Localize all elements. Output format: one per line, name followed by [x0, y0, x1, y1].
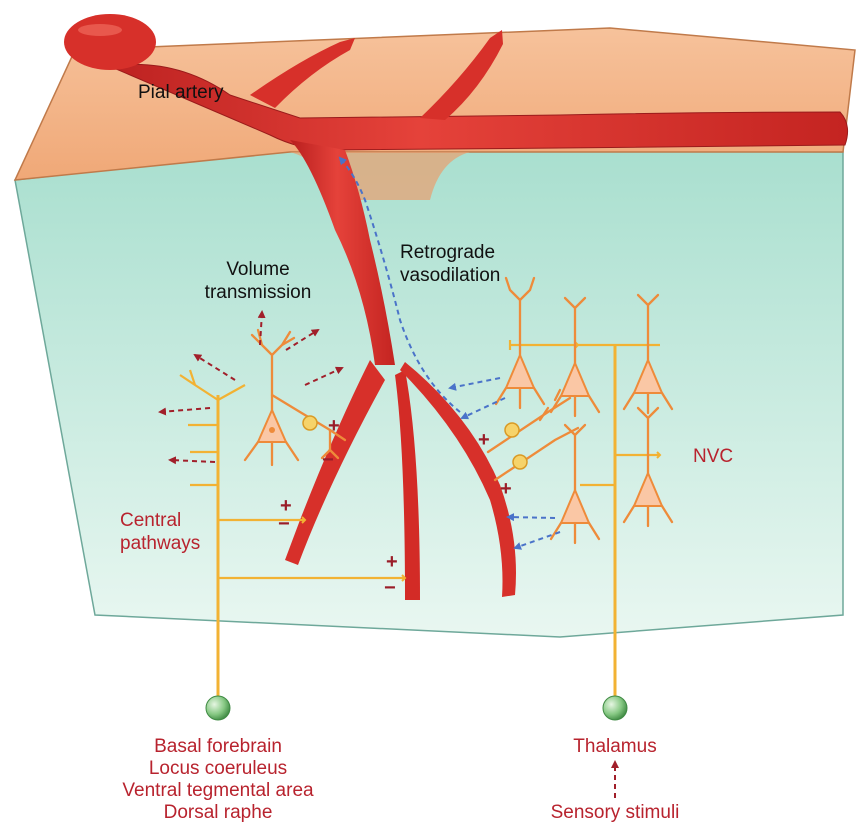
label-nvc: NVC: [693, 446, 733, 467]
label-volume-1: Volume: [226, 259, 289, 280]
sign-plus-4: +: [478, 429, 490, 451]
sign-plus-3: +: [386, 551, 398, 573]
sign-minus-2: −: [278, 513, 290, 535]
label-volume-2: transmission: [205, 282, 312, 303]
thalamus-source-node: [603, 696, 627, 720]
label-thalamus: Thalamus: [573, 736, 656, 757]
sign-plus-1: +: [328, 415, 340, 437]
sign-minus-1: −: [322, 449, 334, 471]
central-source-node: [206, 696, 230, 720]
label-locus-coeruleus: Locus coeruleus: [149, 758, 287, 779]
artery-bulb: [64, 14, 156, 70]
label-dorsal-raphe: Dorsal raphe: [164, 802, 273, 823]
label-retrograde-2: vasodilation: [400, 265, 500, 286]
label-retrograde-1: Retrograde: [400, 242, 495, 263]
sign-minus-3: −: [384, 577, 396, 599]
sign-plus-5: +: [500, 478, 512, 500]
label-central-1: Central: [120, 510, 181, 531]
artery-highlight: [78, 24, 122, 36]
label-pial-artery: Pial artery: [138, 82, 224, 103]
label-ventral-tegmental: Ventral tegmental area: [122, 780, 314, 801]
label-central-2: pathways: [120, 533, 200, 554]
label-basal-forebrain: Basal forebrain: [154, 736, 282, 757]
label-sensory-stimuli: Sensory stimuli: [551, 802, 680, 823]
